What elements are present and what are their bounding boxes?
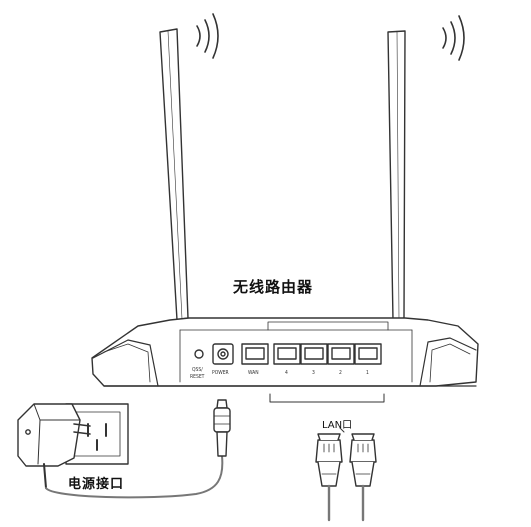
lan-port-1 [354, 343, 382, 365]
power-cable [45, 455, 224, 499]
right-antenna [387, 30, 406, 321]
wifi-signal-icon [196, 13, 219, 59]
ethernet-plug [349, 433, 377, 487]
lan-port-4 [273, 343, 301, 365]
lan-port-number-3: 3 [312, 370, 315, 376]
lan-port-number-4: 4 [285, 370, 288, 376]
power-adapter [17, 403, 91, 489]
ethernet-cable [327, 484, 365, 522]
router-body [91, 317, 479, 387]
lan-port-label: LAN口 [322, 420, 353, 431]
wan-port [241, 343, 269, 365]
left-antenna [159, 28, 189, 321]
power-socket [212, 343, 234, 365]
reset-button [194, 349, 204, 359]
lan-port-2 [327, 343, 355, 365]
lan-pointer [339, 427, 345, 433]
power-port-label: POWER [212, 370, 229, 376]
power-plug [213, 399, 231, 457]
wifi-signal-icon [442, 15, 465, 61]
ethernet-plug [315, 433, 343, 487]
router-title: 无线路由器 [233, 278, 314, 296]
lan-port-number-1: 1 [366, 370, 369, 376]
lan-port-number-2: 2 [339, 370, 342, 376]
power-connector-label: 电源接口 [68, 477, 125, 492]
lan-port-3 [300, 343, 328, 365]
wan-port-label: WAN [248, 370, 259, 376]
lan-bracket [269, 393, 385, 403]
reset-label-top: QSS/ [192, 367, 203, 373]
reset-label-bottom: RESET [190, 374, 205, 380]
